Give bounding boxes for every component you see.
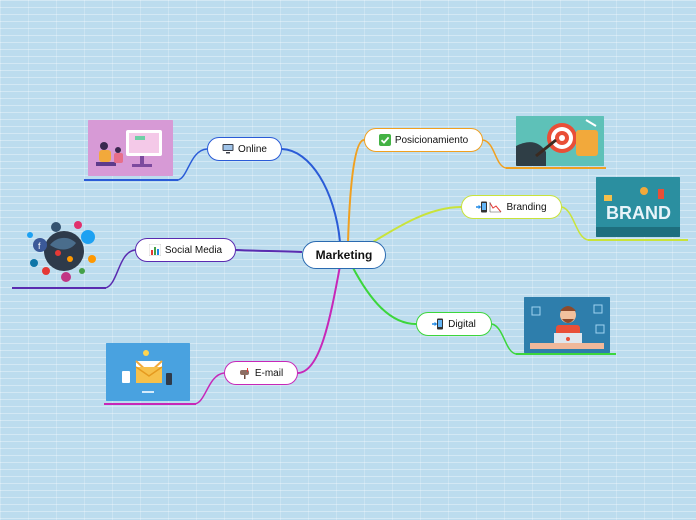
topic-branding[interactable]: Branding <box>461 195 562 219</box>
phone-trend-icon <box>476 201 502 213</box>
monitor-icon <box>222 143 234 155</box>
link-digital-image <box>491 323 616 355</box>
topic-email[interactable]: E-mail <box>224 361 298 385</box>
link-email <box>297 265 341 374</box>
topic-posicionamiento[interactable]: Posicionamiento <box>364 128 483 152</box>
online-image-underline <box>84 179 178 181</box>
topic-social-media[interactable]: Social Media <box>135 238 236 262</box>
link-digital <box>351 265 417 325</box>
digital-illustration <box>524 297 610 353</box>
email-illustration <box>106 343 190 401</box>
phone-icon <box>432 318 444 330</box>
email-image-underline <box>104 403 196 405</box>
link-online-image <box>84 148 208 181</box>
social-media-illustration: f <box>22 215 104 285</box>
online-illustration <box>88 120 173 176</box>
branding-illustration: BRAND <box>596 177 680 237</box>
topic-branding-label: Branding <box>506 201 547 213</box>
posicionamiento-image-underline <box>506 167 606 169</box>
svg-text:f: f <box>38 241 41 251</box>
central-topic-marketing[interactable]: Marketing <box>302 241 386 269</box>
social-media-image-underline <box>12 287 106 289</box>
link-social <box>235 249 303 253</box>
topic-social-media-label: Social Media <box>164 244 223 256</box>
topic-online-label: Online <box>238 143 267 155</box>
digital-image-underline <box>516 353 616 355</box>
central-topic-label: Marketing <box>315 248 373 262</box>
topic-email-label: E-mail <box>254 367 284 379</box>
link-posicionamiento <box>347 139 365 243</box>
topic-posicionamiento-label: Posicionamiento <box>394 134 469 146</box>
link-online <box>281 148 341 243</box>
check-icon <box>378 134 391 146</box>
posicionamiento-illustration <box>516 116 604 166</box>
bar-chart-icon <box>148 243 162 257</box>
topic-digital-label: Digital <box>448 318 476 330</box>
svg-text:BRAND: BRAND <box>606 203 671 223</box>
link-branding-image <box>561 206 688 241</box>
mailbox-icon <box>239 367 251 379</box>
branding-image-underline <box>588 239 688 241</box>
link-posicionamiento-image <box>482 139 606 169</box>
topic-online[interactable]: Online <box>207 137 282 161</box>
topic-digital[interactable]: Digital <box>416 312 492 336</box>
